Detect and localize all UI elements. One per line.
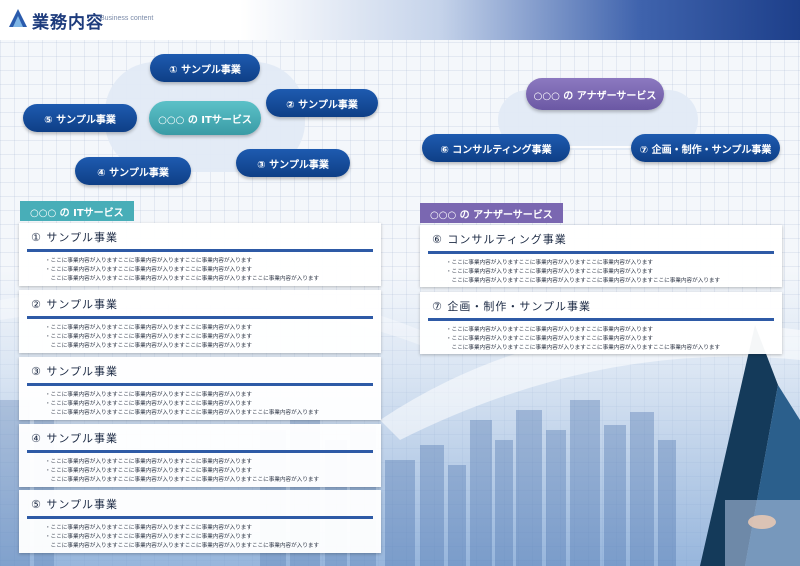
card-title: ② サンプル事業 bbox=[31, 298, 119, 311]
card-line: ・ここに事業内容が入りますここに事業内容が入りますここに事業内容が入ります bbox=[45, 258, 252, 264]
card-line: ・ここに事業内容が入りますここに事業内容が入りますここに事業内容が入ります bbox=[45, 392, 252, 398]
card-line: ・ここに事業内容が入りますここに事業内容が入りますここに事業内容が入ります bbox=[446, 336, 653, 342]
card-line: ここに事業内容が入りますここに事業内容が入りますここに事業内容が入りますここに事… bbox=[446, 278, 721, 284]
card-title: ④ サンプル事業 bbox=[31, 432, 119, 445]
card-line: ・ここに事業内容が入りますここに事業内容が入りますここに事業内容が入ります bbox=[446, 269, 653, 275]
card-line: ・ここに事業内容が入りますここに事業内容が入りますここに事業内容が入ります bbox=[45, 534, 252, 540]
card-title: ⑦ 企画・制作・サンプル事業 bbox=[432, 300, 592, 313]
page-header: 業務内容 Business content bbox=[0, 0, 800, 40]
card-body: ・ここに事業内容が入りますここに事業内容が入りますここに事業内容が入ります ・こ… bbox=[45, 257, 319, 284]
other-diagram-center: ○○○ の アナザーサービス bbox=[526, 78, 664, 110]
it-card-5: ⑤ サンプル事業 ・ここに事業内容が入りますここに事業内容が入りますここに事業内… bbox=[19, 490, 381, 553]
it-diagram-item-1: ① サンプル事業 bbox=[150, 54, 260, 82]
card-rule bbox=[27, 516, 373, 519]
card-rule bbox=[27, 450, 373, 453]
other-section-tag: ○○○ の アナザーサービス bbox=[420, 203, 563, 223]
card-body: ・ここに事業内容が入りますここに事業内容が入りますここに事業内容が入ります ・こ… bbox=[45, 391, 319, 418]
card-rule bbox=[27, 383, 373, 386]
card-body: ・ここに事業内容が入りますここに事業内容が入りますここに事業内容が入ります ・こ… bbox=[446, 259, 720, 286]
card-line: ・ここに事業内容が入りますここに事業内容が入りますここに事業内容が入ります bbox=[45, 325, 252, 331]
card-line: ・ここに事業内容が入りますここに事業内容が入りますここに事業内容が入ります bbox=[446, 260, 653, 266]
card-line: ・ここに事業内容が入りますここに事業内容が入りますここに事業内容が入ります bbox=[45, 459, 252, 465]
card-line: ここに事業内容が入りますここに事業内容が入りますここに事業内容が入ります bbox=[45, 343, 252, 349]
page-subtitle: Business content bbox=[100, 15, 154, 22]
it-card-1: ① サンプル事業 ・ここに事業内容が入りますここに事業内容が入りますここに事業内… bbox=[19, 223, 381, 286]
card-line: ここに事業内容が入りますここに事業内容が入りますここに事業内容が入りますここに事… bbox=[45, 276, 320, 282]
card-body: ・ここに事業内容が入りますここに事業内容が入りますここに事業内容が入ります ・こ… bbox=[45, 524, 319, 551]
it-diagram-item-5: ⑤ サンプル事業 bbox=[23, 104, 137, 132]
it-card-2: ② サンプル事業 ・ここに事業内容が入りますここに事業内容が入りますここに事業内… bbox=[19, 290, 381, 353]
other-diagram-item-7: ⑦ 企画・制作・サンプル事業 bbox=[631, 134, 780, 162]
it-card-4: ④ サンプル事業 ・ここに事業内容が入りますここに事業内容が入りますここに事業内… bbox=[19, 424, 381, 487]
page-title: 業務内容 bbox=[32, 13, 104, 33]
card-rule bbox=[27, 249, 373, 252]
it-card-3: ③ サンプル事業 ・ここに事業内容が入りますここに事業内容が入りますここに事業内… bbox=[19, 357, 381, 420]
card-line: ここに事業内容が入りますここに事業内容が入りますここに事業内容が入りますここに事… bbox=[45, 410, 320, 416]
card-line: ・ここに事業内容が入りますここに事業内容が入りますここに事業内容が入ります bbox=[446, 327, 653, 333]
other-diagram-connector bbox=[565, 146, 635, 148]
card-rule bbox=[428, 318, 774, 321]
it-diagram-item-4: ④ サンプル事業 bbox=[75, 157, 191, 185]
card-body: ・ここに事業内容が入りますここに事業内容が入りますここに事業内容が入ります ・こ… bbox=[446, 326, 720, 353]
card-line: ここに事業内容が入りますここに事業内容が入りますここに事業内容が入りますここに事… bbox=[45, 477, 320, 483]
card-body: ・ここに事業内容が入りますここに事業内容が入りますここに事業内容が入ります ・こ… bbox=[45, 324, 252, 351]
it-diagram-center: ○○○ の ITサービス bbox=[149, 101, 261, 135]
card-rule bbox=[27, 316, 373, 319]
other-card-6: ⑥ コンサルティング事業 ・ここに事業内容が入りますここに事業内容が入りますここ… bbox=[420, 225, 782, 287]
it-section-tag: ○○○ の ITサービス bbox=[20, 201, 134, 221]
card-line: ・ここに事業内容が入りますここに事業内容が入りますここに事業内容が入ります bbox=[45, 401, 252, 407]
it-diagram-item-3: ③ サンプル事業 bbox=[236, 149, 350, 177]
card-rule bbox=[428, 251, 774, 254]
card-title: ① サンプル事業 bbox=[31, 231, 119, 244]
card-line: ここに事業内容が入りますここに事業内容が入りますここに事業内容が入りますここに事… bbox=[446, 345, 721, 351]
card-line: ・ここに事業内容が入りますここに事業内容が入りますここに事業内容が入ります bbox=[45, 468, 252, 474]
other-card-7: ⑦ 企画・制作・サンプル事業 ・ここに事業内容が入りますここに事業内容が入ります… bbox=[420, 292, 782, 354]
card-line: ・ここに事業内容が入りますここに事業内容が入りますここに事業内容が入ります bbox=[45, 525, 252, 531]
card-line: ・ここに事業内容が入りますここに事業内容が入りますここに事業内容が入ります bbox=[45, 334, 252, 340]
card-line: ・ここに事業内容が入りますここに事業内容が入りますここに事業内容が入ります bbox=[45, 267, 252, 273]
other-diagram-item-6: ⑥ コンサルティング事業 bbox=[422, 134, 570, 162]
card-body: ・ここに事業内容が入りますここに事業内容が入りますここに事業内容が入ります ・こ… bbox=[45, 458, 319, 485]
card-title: ⑥ コンサルティング事業 bbox=[432, 233, 567, 246]
card-title: ③ サンプル事業 bbox=[31, 365, 119, 378]
card-line: ここに事業内容が入りますここに事業内容が入りますここに事業内容が入りますここに事… bbox=[45, 543, 320, 549]
it-diagram-item-2: ② サンプル事業 bbox=[266, 89, 378, 117]
card-title: ⑤ サンプル事業 bbox=[31, 498, 119, 511]
logo-triangle-icon bbox=[9, 9, 27, 27]
